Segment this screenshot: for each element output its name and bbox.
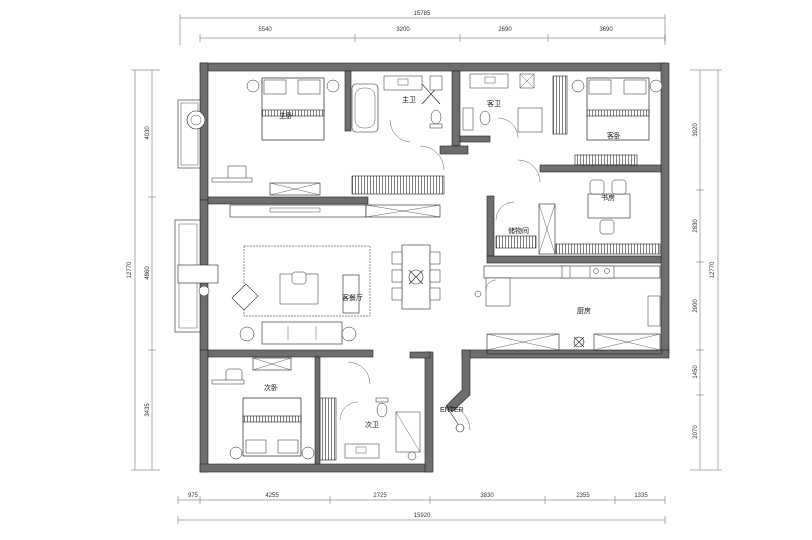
storage-room: 储物间: [495, 201, 556, 255]
room-label-master-bath: 主卫: [402, 95, 416, 104]
bottom-dim-6: 1335: [634, 493, 648, 499]
bay-window-middle: [174, 219, 219, 333]
top-dimensions: 15785 5540 3200 2690 3690: [179, 11, 666, 45]
room-label-kitchen: 厨房: [577, 306, 591, 315]
right-dim-1: 3920: [693, 123, 699, 137]
top-total-dim: 15785: [414, 11, 431, 17]
master-bath: 主卫: [351, 75, 443, 143]
room-label-study: 书房: [601, 193, 615, 202]
room-label-guest-bedroom: 客卧: [607, 131, 621, 140]
top-dim-3: 2690: [498, 27, 512, 33]
bottom-dim-2: 4255: [265, 493, 279, 499]
room-label-guest-bath: 客卫: [487, 99, 501, 108]
room-label-entrance: ENTER: [440, 407, 464, 414]
room-label-living-dining: 客餐厅: [342, 293, 363, 302]
bottom-dim-1: 975: [188, 493, 199, 499]
left-dim-1: 4030: [145, 126, 151, 140]
right-dim-2: 2830: [693, 219, 699, 233]
guest-bedroom: 客卧: [517, 75, 663, 183]
right-dimensions: 12770 3920 2830 2900 1450 2070: [690, 69, 722, 471]
bottom-total-dim: 15920: [414, 513, 431, 519]
master-bedroom: 主卧: [211, 77, 445, 196]
top-dim-4: 3690: [599, 27, 613, 33]
kitchen: 厨房: [483, 265, 661, 351]
study: 书房: [555, 179, 661, 255]
left-dimensions: 12770 4030 4860 3435: [127, 69, 160, 471]
entrance: ENTER: [440, 405, 471, 433]
second-bedroom: 次卧: [211, 357, 371, 461]
bottom-dimensions: 975 4255 2725 3830 2355 1335 15920: [177, 493, 666, 524]
top-dim-2: 3200: [396, 27, 410, 33]
right-total-dim: 12770: [710, 261, 716, 278]
right-dim-5: 2070: [693, 425, 699, 439]
bay-window-top: [177, 99, 206, 169]
room-label-second-bedroom: 次卧: [264, 383, 278, 392]
bottom-dim-4: 3830: [480, 493, 494, 499]
right-dim-3: 2900: [693, 299, 699, 313]
living-dining: 客餐厅: [229, 204, 482, 345]
guest-bath: 客卫: [462, 73, 543, 139]
left-dim-2: 4860: [145, 266, 151, 280]
left-dim-3: 3435: [145, 403, 151, 417]
right-dim-4: 1450: [693, 365, 699, 379]
room-label-second-bath: 次卫: [365, 420, 379, 429]
top-dim-1: 5540: [258, 27, 272, 33]
room-label-storage: 储物间: [508, 226, 529, 235]
room-label-master-bedroom: 主卧: [279, 111, 293, 120]
bottom-dim-3: 2725: [373, 493, 387, 499]
left-total-dim: 12770: [127, 261, 133, 278]
bottom-dim-5: 2355: [576, 493, 590, 499]
second-bath: 次卫: [339, 397, 421, 461]
